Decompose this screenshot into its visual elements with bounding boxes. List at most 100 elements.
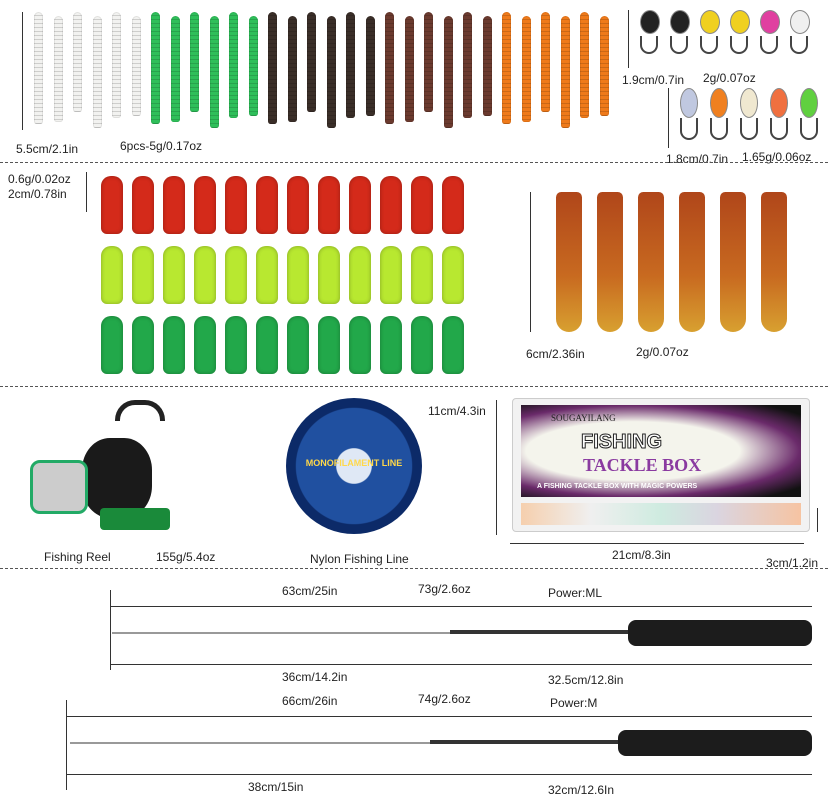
line-label: Nylon Fishing Line [310,552,409,566]
grub-lure [411,246,433,304]
hook-icon [740,118,758,140]
grub-lure [411,176,433,234]
craw-size-dimension [530,192,531,332]
grub-lure [194,316,216,374]
grub-lure [101,316,123,374]
grub-weight-label: 0.6g/0.02oz [8,172,71,186]
craw-weight-label: 2g/0.07oz [636,345,689,359]
grub-lure [349,316,371,374]
jig-small-size-label: 1.8cm/0.7in [666,152,729,166]
worm-lure [502,12,511,124]
worm-lure [170,16,180,122]
jig-head [790,10,810,34]
worm-lure [268,12,277,124]
divider [0,568,828,569]
jig-head [770,88,788,118]
hook-icon [760,36,778,54]
grub-size-label: 2cm/0.78in [8,187,67,201]
spool-text: MONOFILAMENT LINE [305,458,403,468]
hook-icon [640,36,658,54]
jig-small-weight-label: 1.65g/0.06oz [742,150,812,164]
jig-large-dimension [628,10,629,68]
box-height-label: 11cm/4.3in [428,404,486,418]
rod-tip-section [70,742,430,744]
worm-lure [112,12,121,118]
box-title-1: FISHING [580,431,663,454]
grub-lure [163,176,185,234]
worm-lure [287,16,297,122]
tackle-box-image: SOUGAYILANG FISHING TACKLE BOX A FISHING… [512,398,810,532]
rod-tip-dimension [66,774,430,775]
worm-pack-label: 6pcs-5g/0.17oz [120,139,203,153]
box-tagline: A FISHING TACKLE BOX WITH MAGIC POWERS [537,483,698,490]
grub-lure [132,176,154,234]
worm-lure [229,12,238,118]
rod-handle [618,730,812,756]
worm-lure [599,16,609,116]
reel-weight-label: 155g/5.4oz [156,550,216,564]
grub-lure [380,316,402,374]
craw-lure [720,192,746,332]
worm-lure [482,16,492,116]
rod-handle-label: 32.5cm/12.8in [548,673,624,687]
grub-lure [194,176,216,234]
rod-handle [628,620,812,646]
grub-lure [287,316,309,374]
craw-lure [638,192,664,332]
box-brand: SOUGAYILANG [551,413,616,423]
hook-icon [790,36,808,54]
worm-lure [73,12,82,112]
worm-lure [326,16,336,128]
worm-lure [385,12,394,124]
reel-label: Fishing Reel [44,550,111,564]
craw-lure [761,192,787,332]
fishing-reel-image [20,400,170,535]
worm-lure [131,16,141,116]
rod-blank [450,630,630,634]
rod-handle-label: 32cm/12.6In [548,783,615,797]
grub-lure [225,316,247,374]
grub-lure [132,246,154,304]
craw-lure [597,192,623,332]
rod-blank [430,740,620,744]
jig-head [710,88,728,118]
worm-lure [248,16,258,116]
grub-lure [442,246,464,304]
grub-lure [380,246,402,304]
rod-power-label: Power:ML [548,586,603,600]
divider [0,162,828,163]
worm-lure [463,12,472,118]
hook-icon [770,118,788,140]
grub-lure [256,246,278,304]
hook-icon [680,118,698,140]
divider [0,386,828,387]
grub-lure [132,316,154,374]
rod-total-dimension [110,606,812,607]
grub-lure [256,316,278,374]
hook-icon [730,36,748,54]
worm-lure [365,16,375,116]
grub-lure [349,176,371,234]
grub-lure [194,246,216,304]
jig-head [730,10,750,34]
worm-lure [541,12,550,112]
rod-weight-label: 73g/2.6oz [418,582,471,596]
grub-lure [442,316,464,374]
hook-icon [670,36,688,54]
craw-lure [556,192,582,332]
grub-lure [101,246,123,304]
rod-tip-section [112,632,450,634]
worm-length-dimension [22,12,23,130]
box-height-dimension [496,400,497,535]
worm-lure [521,16,531,122]
worm-lure [346,12,355,118]
worm-lure [580,12,589,118]
rod-total-dimension [66,716,812,717]
worm-lure [34,12,43,124]
grub-lure [380,176,402,234]
rod-tip-dimension [110,664,450,665]
rod-total-label: 63cm/25in [282,584,338,598]
grub-lure [442,176,464,234]
hook-icon [700,36,718,54]
